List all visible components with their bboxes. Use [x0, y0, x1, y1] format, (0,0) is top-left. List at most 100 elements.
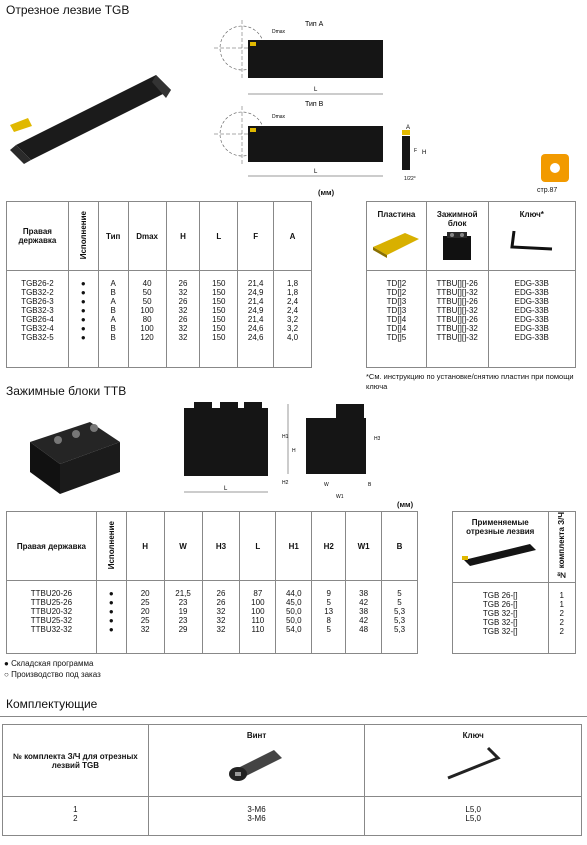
- col-screw: Винт: [147, 724, 366, 797]
- col-insert: Пластина: [366, 201, 427, 271]
- tgb-section-title: Отрезное лезвие TGB: [6, 3, 130, 17]
- clamp-block-photo: [30, 422, 120, 494]
- col-l: L: [199, 201, 239, 271]
- svg-text:H2: H2: [282, 480, 289, 486]
- svg-text:H3: H3: [374, 436, 380, 442]
- ttb-section-title: Зажимные блоки TTB: [6, 384, 127, 398]
- legend-stock: ● Складская программа: [4, 659, 94, 668]
- col-w1: W1: [345, 511, 383, 581]
- accessories-title: Комплектующие: [6, 697, 98, 711]
- col-dmax: Dmax: [127, 201, 167, 271]
- type-b-label: Тип B: [305, 101, 324, 108]
- type-b-drawing: Тип B Dmax L: [214, 101, 383, 177]
- accessories-divider: [0, 716, 587, 717]
- svg-text:A: A: [406, 125, 410, 131]
- svg-text:L: L: [224, 486, 228, 492]
- col-version: Исполнение: [67, 201, 99, 271]
- col-b: B: [381, 511, 418, 581]
- col-holder: Правая державка: [6, 201, 69, 271]
- col-l: L: [239, 511, 277, 581]
- ttb-table: Правая державка Исполнение H W H3 L H1 H…: [6, 511, 418, 654]
- col-kit-number: № комплекта З/Ч: [547, 511, 577, 583]
- ttb-side-drawing: H1 H H3 H2 W W1 B: [282, 404, 380, 500]
- table-row: TGB 26-[]TGB 26-[]TGB 32-[]TGB 32-[]TGB …: [452, 581, 577, 655]
- hex-key-icon: [447, 746, 501, 780]
- col-a: A: [273, 201, 312, 271]
- svg-text:F: F: [414, 148, 417, 154]
- accessories-table: № комплекта З/Ч для отрезных лезвий TGB …: [2, 724, 582, 836]
- col-version: Исполнение: [95, 511, 127, 581]
- col-f: F: [237, 201, 275, 271]
- version-cell: ●●●●●●●: [67, 270, 99, 368]
- col-h2: H2: [311, 511, 347, 581]
- col-kit-number: № комплекта З/Ч для отрезных лезвий TGB: [2, 724, 149, 797]
- tgb-table: Правая державка Исполнение Тип Dmax H L …: [6, 201, 312, 368]
- svg-text:Dmax: Dmax: [272, 29, 286, 35]
- ttb-mm-label: (мм): [397, 500, 414, 509]
- ttb-front-drawing: L: [184, 402, 268, 493]
- svg-text:H: H: [422, 150, 426, 156]
- col-h3: H3: [201, 511, 241, 581]
- col-h1: H1: [275, 511, 313, 581]
- col-key: Ключ: [364, 724, 582, 797]
- installation-note: *См. инструкцию по установке/снятию плас…: [366, 372, 574, 391]
- page-reference[interactable]: стр.87: [537, 187, 558, 194]
- blade-thumbnail: [462, 544, 537, 566]
- blade-photo: [10, 75, 171, 164]
- svg-text:1/22°: 1/22°: [404, 176, 416, 182]
- blade-cell: TGB 26-[]TGB 26-[]TGB 32-[]TGB 32-[]TGB …: [452, 581, 549, 655]
- svg-text:B: B: [368, 482, 372, 488]
- svg-text:H1: H1: [282, 434, 289, 440]
- profile-drawing: A H F 1/22°: [402, 125, 426, 182]
- col-applicable-blades: Применяемые отрезные лезвия: [452, 511, 549, 583]
- svg-text:W: W: [324, 482, 329, 488]
- screw-icon: [228, 750, 282, 781]
- svg-text:Dmax: Dmax: [272, 114, 286, 120]
- col-type: Тип: [97, 201, 129, 271]
- svg-text:L: L: [314, 87, 318, 93]
- tgb-mm-label: (мм): [318, 188, 335, 197]
- legend-order: ○ Производство под заказ: [4, 670, 101, 679]
- type-a-drawing: Тип A Dmax L: [214, 20, 383, 95]
- applicable-blades-table: Применяемые отрезные лезвия № комплекта …: [452, 511, 577, 655]
- col-h: H: [125, 511, 165, 581]
- col-clamp-block: Зажимной блок: [425, 201, 489, 271]
- svg-text:L: L: [314, 169, 318, 175]
- insert-image: [373, 233, 420, 258]
- col-key: Ключ*: [487, 201, 576, 271]
- col-holder: Правая державка: [6, 511, 97, 581]
- insert-thumbnail[interactable]: [537, 150, 573, 186]
- version-cell: ●●●●●: [95, 580, 127, 654]
- col-w: W: [163, 511, 203, 581]
- col-h: H: [165, 201, 201, 271]
- clamp-block-image: [443, 232, 472, 260]
- svg-text:W1: W1: [336, 494, 344, 500]
- svg-text:H: H: [292, 448, 296, 454]
